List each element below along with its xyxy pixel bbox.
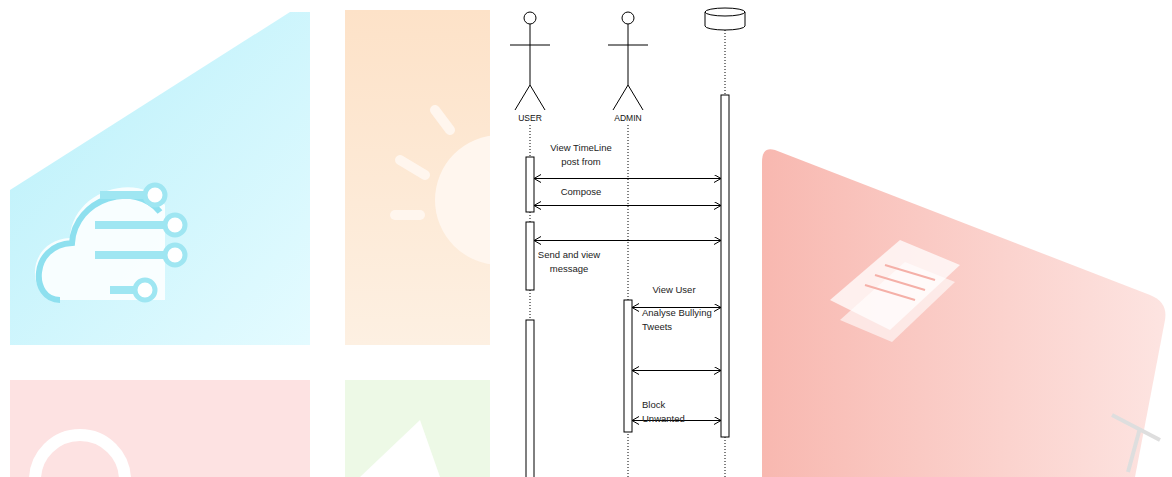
database-node — [700, 5, 750, 477]
watermark-shape — [360, 420, 440, 477]
watermark-panel — [762, 149, 1165, 477]
actor-head — [524, 12, 536, 24]
actor-name: ADMIN — [578, 113, 678, 124]
watermark-bulb-rays — [395, 110, 450, 215]
message-label: Block Unwanted — [642, 398, 692, 425]
watermark-book — [830, 240, 960, 342]
actor-figure — [505, 5, 555, 477]
actor-body — [530, 24, 531, 85]
watermark-cloud-outline — [39, 196, 160, 300]
watermark-circuit-dots — [135, 185, 185, 300]
activation-bar — [526, 222, 534, 290]
activation-bar — [526, 157, 534, 212]
activation-bar — [624, 300, 632, 432]
actor-arms — [510, 45, 550, 46]
message-arrow — [534, 178, 721, 179]
message-label: View User — [638, 283, 710, 297]
actor-legs — [613, 85, 643, 110]
lifeline — [725, 437, 726, 477]
actor-node: USER — [505, 5, 555, 477]
watermark-panel — [10, 380, 310, 477]
message-arrow — [632, 370, 721, 371]
activation-bar — [721, 95, 729, 437]
message-arrow — [534, 240, 721, 241]
message-label: Analyse Bullying Tweets — [642, 306, 720, 333]
message-label: Send and view message — [533, 248, 605, 275]
actor-head — [622, 12, 634, 24]
actor-name: USER — [480, 113, 580, 124]
message-label: Compose — [545, 185, 617, 199]
actor-arms — [608, 45, 648, 46]
database-symbol — [700, 5, 750, 477]
database-top — [705, 8, 745, 16]
message-arrow — [534, 205, 721, 206]
message-label: View TimeLine post from — [545, 141, 617, 168]
lifeline — [725, 30, 726, 95]
watermark-gear — [35, 435, 125, 477]
watermark-panel — [10, 12, 310, 345]
actor-body — [628, 24, 629, 85]
watermark-mark — [1112, 415, 1160, 472]
watermark-cloud — [35, 187, 165, 300]
actor-legs — [515, 85, 545, 110]
watermark-circuit — [95, 195, 170, 290]
activation-bar — [526, 320, 534, 477]
watermark-panel — [345, 380, 490, 477]
